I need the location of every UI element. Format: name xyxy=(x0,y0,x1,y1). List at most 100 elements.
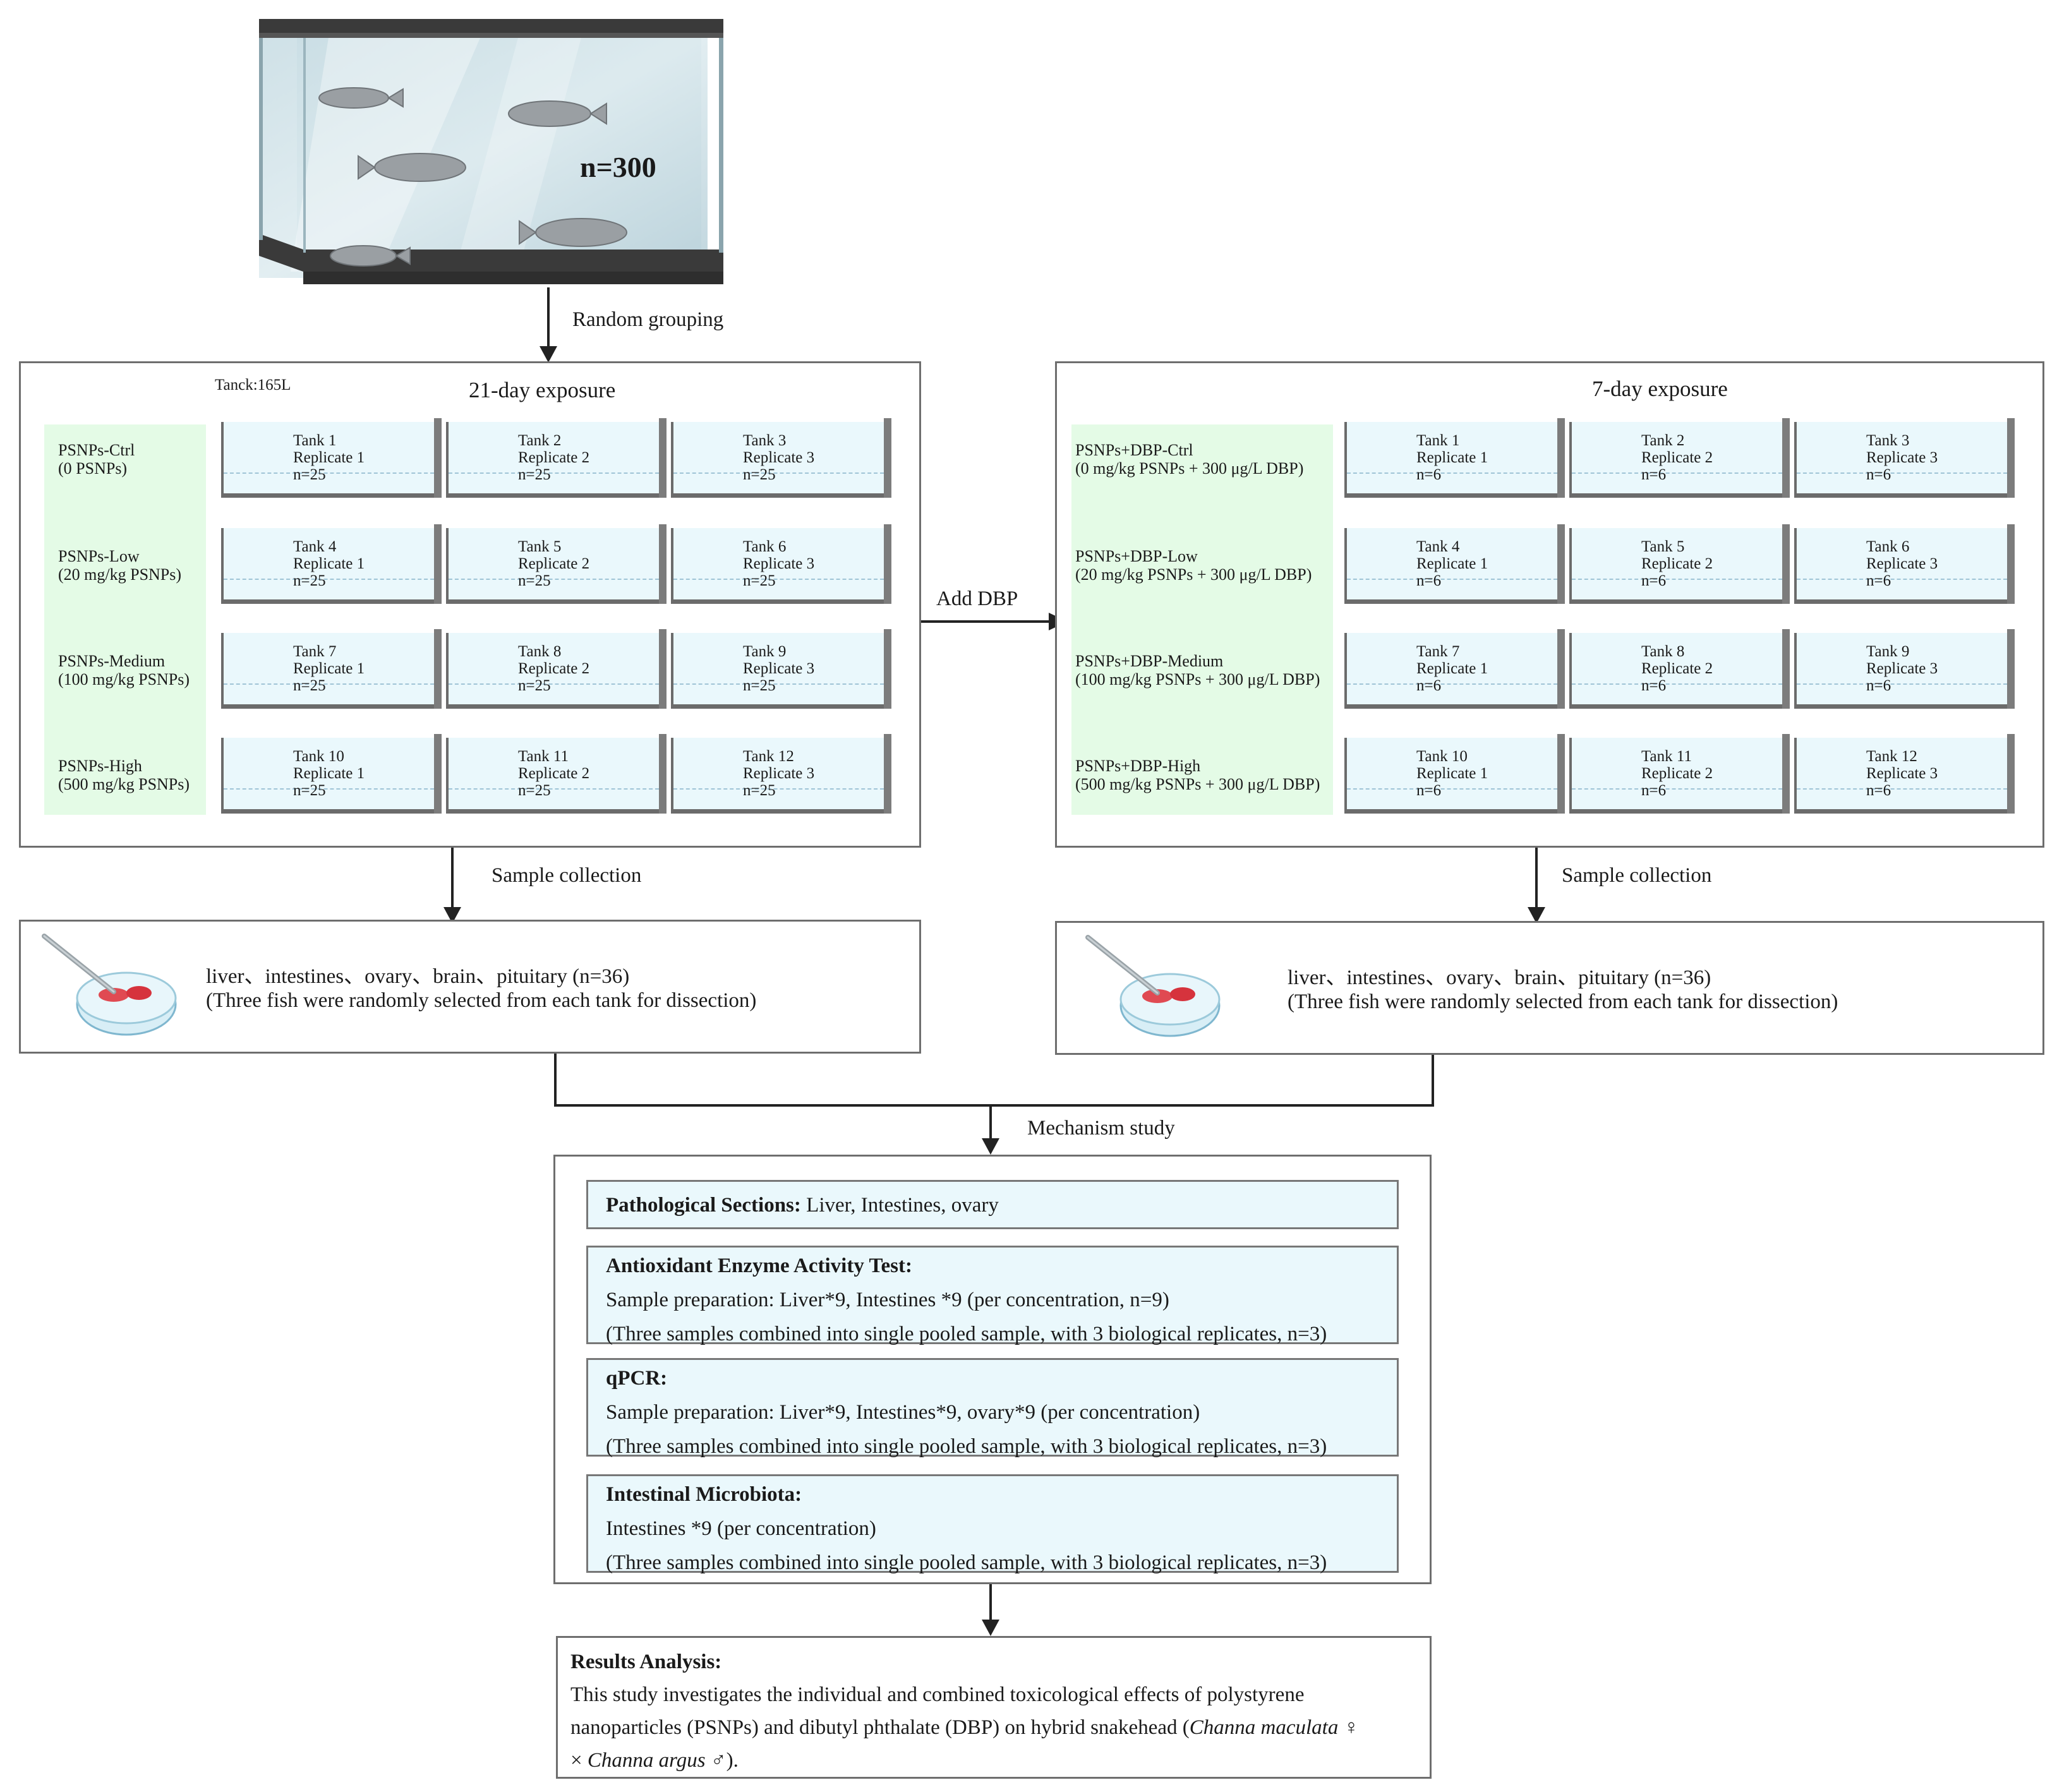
right-sample-tissues: liver、intestines、ovary、brain、pituitary (… xyxy=(1288,966,1711,989)
results-title: Results Analysis: xyxy=(570,1651,722,1673)
tank-replicate: Replicate 3 xyxy=(743,765,815,782)
tank-replicate: Replicate 3 xyxy=(1866,449,1938,466)
water-line xyxy=(449,472,659,474)
tank-count: n=25 xyxy=(518,466,551,483)
tank-replicate: Replicate 2 xyxy=(1641,765,1713,782)
tank-count: n=6 xyxy=(1641,677,1667,694)
female-sign: ♀ xyxy=(1338,1716,1360,1739)
tank-replicate: Replicate 2 xyxy=(1641,660,1713,677)
water-line xyxy=(1347,788,1557,790)
add-dbp-label: Add DBP xyxy=(936,587,1018,610)
tank-tank: Tank 10 xyxy=(293,748,344,765)
tank-tank: Tank 8 xyxy=(518,643,562,660)
tank-replicate: Replicate 1 xyxy=(1416,660,1488,677)
results-line2: nanoparticles (PSNPs) and dibutyl phthal… xyxy=(570,1711,1417,1744)
left-group-column xyxy=(44,424,206,815)
left-sample-tissues: liver、intestines、ovary、brain、pituitary (… xyxy=(206,965,630,988)
tank-count: n=25 xyxy=(293,466,326,483)
tank-tank: Tank 11 xyxy=(518,748,569,765)
aquarium-illustration xyxy=(259,19,723,284)
arrow-sample-collection-right xyxy=(1535,848,1538,911)
water-line xyxy=(673,788,884,790)
group-dose: (20 mg/kg PSNPs) xyxy=(58,565,182,584)
group-name: PSNPs-Low xyxy=(58,547,140,565)
antioxidant-section: Antioxidant Enzyme Activity Test: Sample… xyxy=(586,1246,1399,1345)
tank-replicate: Replicate 2 xyxy=(1641,555,1713,572)
tank-tank: Tank 4 xyxy=(293,538,337,555)
qpcr-title: qPCR: xyxy=(606,1367,668,1390)
water-line xyxy=(1797,579,2007,580)
results-line1: This study investigates the individual a… xyxy=(570,1683,1305,1706)
tank-count: n=6 xyxy=(1866,677,1891,694)
tank-count: n=6 xyxy=(1866,572,1891,589)
petri-dish-icon xyxy=(1085,935,1221,1037)
arrow-mechanism-study xyxy=(989,1104,992,1142)
tank-tank: Tank 1 xyxy=(1416,432,1460,449)
tank-tank: Tank 9 xyxy=(743,643,787,660)
tank-count: n=25 xyxy=(743,677,776,694)
water-line xyxy=(1347,579,1557,580)
tank-tank: Tank 3 xyxy=(1866,432,1910,449)
tank-replicate: Replicate 2 xyxy=(518,660,590,677)
microbiota-line2: (Three samples combined into single pool… xyxy=(606,1551,1327,1574)
tank-tank: Tank 12 xyxy=(743,748,794,765)
water-line xyxy=(224,788,434,790)
tank-tank: Tank 1 xyxy=(293,432,337,449)
tank-replicate: Replicate 3 xyxy=(1866,555,1938,572)
group-dose: (100 mg/kg PSNPs + 300 μg/L DBP) xyxy=(1075,670,1320,689)
water-line xyxy=(1572,788,1782,790)
arrowhead xyxy=(540,346,557,363)
tank-replicate: Replicate 1 xyxy=(1416,555,1488,572)
water-line xyxy=(1797,788,2007,790)
tank-count: n=6 xyxy=(1641,782,1667,799)
tank-tank: Tank 6 xyxy=(743,538,787,555)
microbiota-line1: Intestines *9 (per concentration) xyxy=(606,1517,876,1540)
tank-count: n=6 xyxy=(1866,782,1891,799)
tank-volume-label: Tanck:165L xyxy=(215,376,291,394)
pathology-section: Pathological Sections: Liver, Intestines… xyxy=(586,1180,1399,1229)
group-name: PSNPs-Ctrl xyxy=(58,441,135,459)
results-line3: × Channa argus ♂). xyxy=(570,1744,1417,1777)
sample-size-label: n=300 xyxy=(580,151,656,183)
group-name: PSNPs-Medium xyxy=(58,652,166,670)
tank-tank: Tank 7 xyxy=(293,643,337,660)
right-group-column xyxy=(1071,424,1333,815)
mechanism-study-label: Mechanism study xyxy=(1027,1117,1175,1140)
tank-count: n=6 xyxy=(1416,572,1442,589)
tank-replicate: Replicate 3 xyxy=(1866,660,1938,677)
tank-tank: Tank 11 xyxy=(1641,748,1692,765)
tank-tank: Tank 2 xyxy=(518,432,562,449)
group-name: PSNPs+DBP-High xyxy=(1075,757,1201,775)
group-dose: (100 mg/kg PSNPs) xyxy=(58,670,190,689)
water-line xyxy=(1347,683,1557,685)
pathology-text: Liver, Intestines, ovary xyxy=(800,1194,999,1217)
species-maculata: Channa maculata xyxy=(1189,1716,1339,1739)
tank-count: n=6 xyxy=(1416,677,1442,694)
tank-tank: Tank 5 xyxy=(1641,538,1685,555)
group-dose: (500 mg/kg PSNPs + 300 μg/L DBP) xyxy=(1075,775,1320,793)
times-sign: × xyxy=(570,1749,588,1772)
group-label: PSNPs+DBP-Ctrl(0 mg/kg PSNPs + 300 μg/L … xyxy=(1075,441,1303,478)
tank-replicate: Replicate 1 xyxy=(293,449,365,466)
right-sample-note: (Three fish were randomly selected from … xyxy=(1288,990,1838,1013)
right-panel-title: 7-day exposure xyxy=(1592,376,1728,401)
tank-count: n=6 xyxy=(1866,466,1891,483)
microbiota-title: Intestinal Microbiota: xyxy=(606,1483,802,1506)
tank-count: n=6 xyxy=(1641,572,1667,589)
tank-replicate: Replicate 1 xyxy=(293,765,365,782)
tank-replicate: Replicate 3 xyxy=(743,660,815,677)
arrowhead xyxy=(982,1620,999,1636)
qpcr-line1: Sample preparation: Liver*9, Intestines*… xyxy=(606,1401,1200,1424)
group-label: PSNPs-Ctrl(0 PSNPs) xyxy=(58,441,135,478)
